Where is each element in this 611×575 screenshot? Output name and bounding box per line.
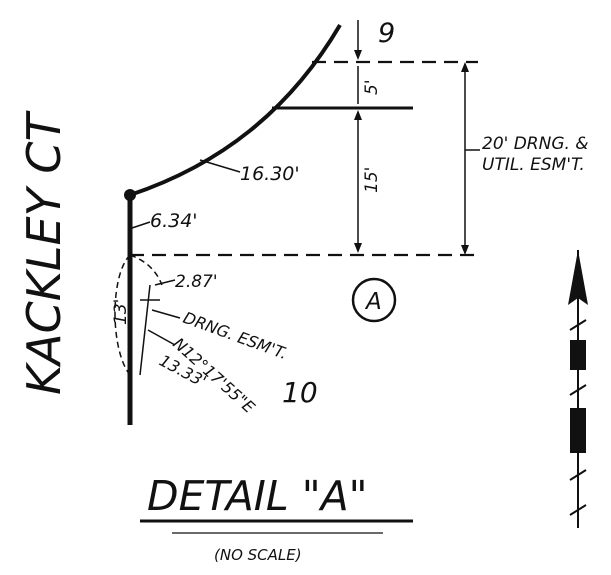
- dim-arrowhead-20-top: [461, 62, 469, 72]
- curve-arc-13: [114, 254, 131, 376]
- leader-bearing: [147, 329, 176, 346]
- dim-arrowhead-20-bottom: [461, 245, 469, 255]
- dim-label-5: 5': [362, 80, 382, 96]
- dim-label-15: 15': [362, 167, 382, 193]
- dim-arrowhead-15-bottom: [354, 243, 362, 253]
- easement-label-1: 20' DRNG. &: [482, 134, 589, 154]
- leader-drainage: [151, 309, 181, 319]
- curve-arc-small: [129, 254, 163, 286]
- dim-arrowhead-15-top: [354, 110, 362, 120]
- detail-marker-circle: [351, 277, 397, 323]
- dim-arrowhead-9: [354, 50, 362, 60]
- detail-title: DETAIL "A": [147, 472, 368, 520]
- offset-short-label: 2.87': [175, 272, 218, 292]
- leader-2-87: [154, 279, 176, 286]
- easement-label-2: UTIL. ESM'T.: [482, 155, 585, 175]
- arc-length-label: 16.30': [240, 163, 300, 185]
- detail-marker-letter: A: [364, 289, 382, 315]
- north-arrow-icon: [568, 250, 588, 528]
- leader-6-34: [131, 221, 151, 229]
- leader-16-30: [199, 159, 241, 173]
- scale-note: (NO SCALE): [214, 546, 302, 564]
- arc-side-label: 13': [111, 299, 131, 325]
- offset-label: 6.34': [150, 210, 198, 232]
- lot-number-lower: 10: [282, 376, 318, 409]
- street-name: KACKLEY CT: [17, 110, 71, 395]
- lot-number-upper: 9: [378, 18, 395, 49]
- curved-boundary: [129, 23, 342, 197]
